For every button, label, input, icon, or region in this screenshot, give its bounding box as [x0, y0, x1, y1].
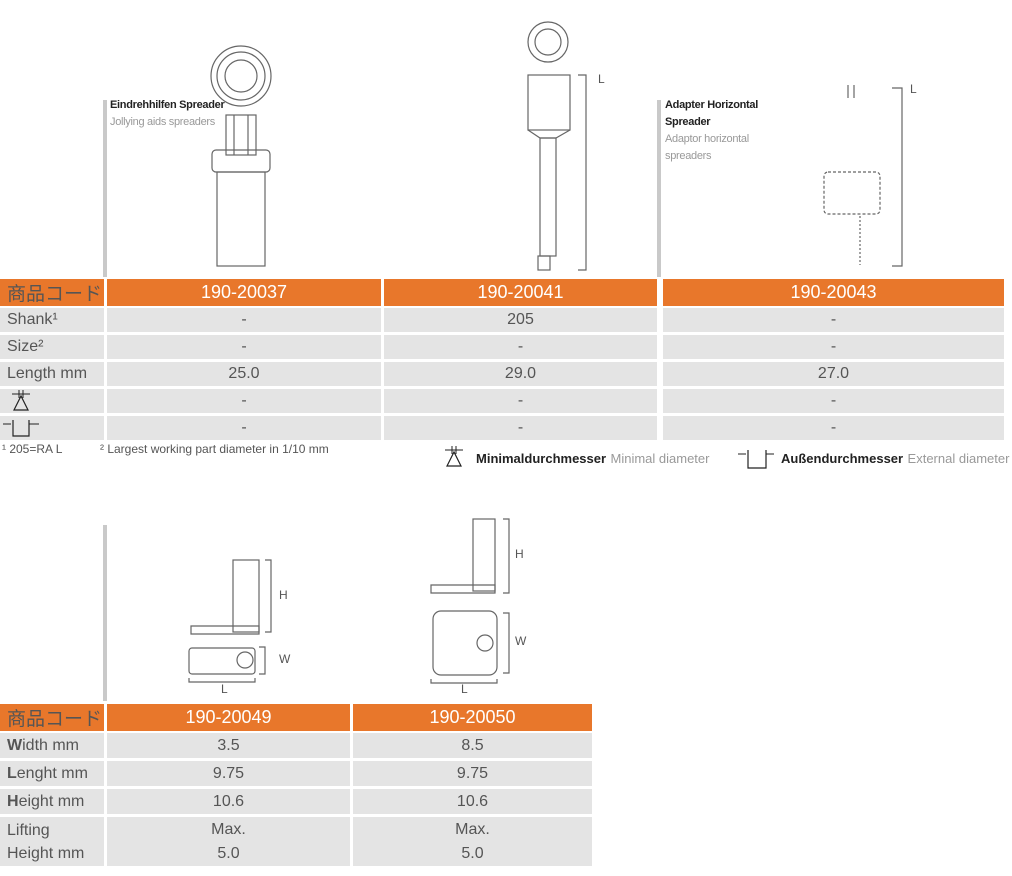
table1-cell: 27.0 [663, 362, 1004, 386]
dim-label-h2: H [515, 547, 524, 561]
minimal-en: Minimal diameter [610, 451, 710, 466]
table1-cell: - [384, 389, 657, 413]
table1-cell: - [384, 335, 657, 359]
table1-cell: - [107, 389, 381, 413]
divider-1 [103, 100, 107, 277]
caption-adapter-en-2: spreaders [665, 150, 712, 162]
minimal-diameter-legend-icon [445, 446, 463, 467]
dim-label-l4: L [461, 682, 468, 696]
tool-drawing-190-20043 [823, 85, 903, 267]
table1-row-label-size: Size² [0, 335, 104, 359]
table1-cell: - [663, 416, 1004, 440]
table1-row-label-shank: Shank¹ [0, 308, 104, 332]
footnote-2: ² Largest working part diameter in 1/10 … [100, 442, 329, 456]
caption-adapter-de-2: Spreader [665, 116, 711, 128]
label-rest: enght mm [16, 764, 88, 782]
divider-2 [657, 100, 661, 277]
table1-cell: 25.0 [107, 362, 381, 386]
caption-adapter-de-1: Adapter Horizontal [665, 99, 758, 111]
label-initial: W [7, 736, 23, 754]
table2-cell: 10.6 [353, 789, 592, 814]
label-initial: H [7, 792, 19, 810]
tool-drawing-190-20037 [210, 45, 272, 267]
table2-cell: 8.5 [353, 733, 592, 758]
table2-cell: 9.75 [353, 761, 592, 786]
table2-cell-lifting: Max. 5.0 [107, 817, 350, 866]
lifting-value: 5.0 [217, 844, 240, 862]
table2-cell-lifting: Max. 5.0 [353, 817, 592, 866]
label-rest: idth mm [22, 736, 80, 754]
dim-label-l2: L [910, 82, 917, 96]
caption-adapter-en-1: Adaptor horizontal [665, 133, 749, 145]
label-initial: L [7, 764, 17, 782]
table1-cell: - [384, 416, 657, 440]
dim-label-l3: L [221, 682, 228, 696]
lifting-max: Max. [455, 820, 490, 838]
table1-cell: 205 [384, 308, 657, 332]
table2-row-label-lifting: Lifting Height mm [0, 817, 104, 866]
footnote-1: ¹ 205=RA L [2, 442, 63, 456]
table2-col-0: 190-20049 [107, 704, 350, 731]
minimal-diameter-legend: Minimaldurchmesser Minimal diameter [476, 450, 709, 468]
table1-cell: - [107, 416, 381, 440]
table1-col-1: 190-20041 [384, 279, 657, 306]
table1-row-label-length: Length mm [0, 362, 104, 386]
table1-row-label-minimal [0, 389, 104, 413]
dim-label-w2: W [515, 634, 527, 648]
table1-cell: - [663, 335, 1004, 359]
table1-col-0: 190-20037 [107, 279, 381, 306]
table1-cell: - [663, 308, 1004, 332]
tool-drawing-190-20049 [188, 559, 272, 683]
table1-cell: 29.0 [384, 362, 657, 386]
external-diameter-legend-icon [738, 450, 774, 469]
table2-cell: 10.6 [107, 789, 350, 814]
lifting-label-1: Lifting [7, 821, 50, 839]
table1-cell: - [663, 389, 1004, 413]
minimal-de: Minimaldurchmesser [476, 451, 607, 466]
table1-cell: - [107, 335, 381, 359]
external-de: Außendurchmesser [781, 451, 904, 466]
table1-header-label: 商品コード [0, 279, 104, 306]
caption-jollying-de: Eindrehhilfen Spreader [110, 99, 225, 111]
divider-3 [103, 525, 107, 701]
label-rest: eight mm [18, 792, 85, 810]
external-en: External diameter [907, 451, 1010, 466]
external-diameter-icon [3, 420, 39, 437]
dim-label-l1: L [598, 72, 605, 86]
table2-cell: 3.5 [107, 733, 350, 758]
caption-jollying-en: Jollying aids spreaders [110, 116, 215, 128]
lifting-label-2: Height mm [7, 844, 85, 862]
table2-header-label: 商品コード [0, 704, 104, 731]
table1-row-label-external [0, 416, 104, 440]
minimal-diameter-icon [12, 390, 30, 411]
external-diameter-legend: Außendurchmesser External diameter [781, 450, 1009, 468]
table2-col-1: 190-20050 [353, 704, 592, 731]
table2-cell: 9.75 [107, 761, 350, 786]
dim-label-w1: W [279, 652, 291, 666]
table1-cell: - [107, 308, 381, 332]
table1-col-2: 190-20043 [663, 279, 1004, 306]
tool-drawing-190-20050 [430, 518, 510, 684]
lifting-value: 5.0 [461, 844, 484, 862]
tool-drawing-190-20041 [527, 21, 587, 271]
dim-label-h1: H [279, 588, 288, 602]
lifting-max: Max. [211, 820, 246, 838]
